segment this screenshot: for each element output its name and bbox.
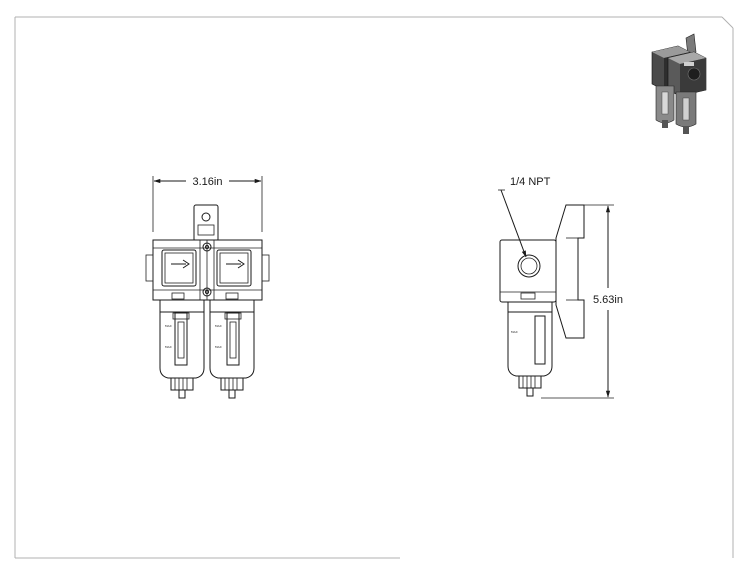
drawing-frame [14, 16, 734, 559]
flow-arrow-icon-right [226, 259, 245, 269]
height-dimension: 5.63in [541, 204, 623, 399]
front-view: 3.16in [145, 176, 270, 399]
port-callout: 1/4 NPT [498, 176, 551, 258]
svg-text:MAX: MAX [165, 345, 172, 349]
isometric-frl-assembly-icon [651, 33, 707, 134]
svg-text:MAX: MAX [165, 324, 172, 328]
svg-text:MAX: MAX [511, 330, 518, 334]
width-dimension-label: 3.16in [193, 176, 223, 188]
port-callout-label: 1/4 NPT [510, 176, 551, 188]
height-dimension-label: 5.63in [593, 294, 623, 306]
svg-text:MAX: MAX [215, 324, 222, 328]
flow-arrow-icon-left [171, 259, 190, 269]
svg-text:MAX: MAX [215, 345, 222, 349]
side-view: MAX 5.63in 1/4 NPT [498, 176, 623, 399]
port-icon [517, 254, 541, 278]
width-dimension: 3.16in [152, 176, 263, 232]
